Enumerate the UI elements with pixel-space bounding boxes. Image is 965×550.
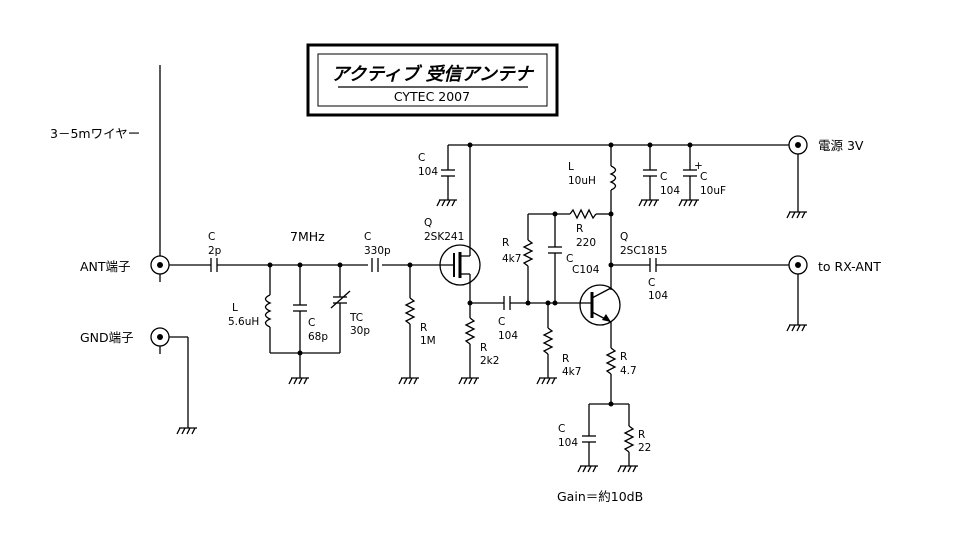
title-box: アクティブ 受信アンテナ CYTEC 2007 (306, 43, 559, 117)
cap-inter-type: C (498, 316, 505, 328)
res-bias-bot-value: 4k7 (562, 366, 581, 378)
c-tank-value: 68p (308, 331, 328, 343)
res-fb-type: R (576, 223, 583, 235)
r-emitter2-value: 22 (638, 442, 651, 454)
r-emitter-type: R (620, 351, 627, 363)
q2-type: Q (620, 231, 628, 243)
l-tank-type: L (232, 302, 238, 314)
res-source: R 2k2 (458, 300, 499, 385)
c-bypass1-value: 104 (660, 185, 680, 197)
c-emitter-value: 104 (558, 437, 578, 449)
ant-jack-icon[interactable] (150, 255, 170, 275)
output-jack-icon[interactable] (788, 255, 808, 275)
res-source-value: 2k2 (480, 355, 499, 367)
c-out-value: 104 (648, 290, 668, 302)
q1-value: 2SK241 (424, 231, 464, 243)
res-gate-value: 1M (420, 335, 436, 347)
freq-label: 7MHz (290, 229, 325, 244)
power-rail: C 104 電源 3V (418, 135, 864, 219)
antenna-section: 3－5mワイヤー ANT端子 (50, 65, 211, 282)
c-emitter-type: C (558, 423, 565, 435)
power-jack-icon[interactable] (788, 135, 808, 155)
ground-icon (617, 465, 639, 473)
r-emitter2-type: R (638, 429, 645, 441)
c-vdd-value: 104 (418, 166, 438, 178)
cap-input-value: 2p (208, 245, 222, 257)
output-label: to RX-ANT (818, 259, 881, 274)
q2-bjt: Q 2SC1815 (579, 231, 667, 348)
gain-label: Gain＝約10dB (557, 489, 643, 504)
title-sub: CYTEC 2007 (394, 89, 470, 104)
c-vdd-type: C (418, 152, 425, 164)
q2-value: 2SC1815 (620, 245, 667, 257)
tank-circuit: L 5.6uH C 68p TC 30p (228, 262, 370, 385)
ground-icon (436, 199, 458, 207)
cap-inter-value: 104 (498, 330, 518, 342)
r-emitter-value: 4.7 (620, 365, 637, 377)
cap-inter: C 104 (470, 296, 592, 342)
tc-tank-value: 30p (350, 325, 370, 337)
c-bypass1-type: C (660, 171, 667, 183)
res-bias-top-value: 4k7 (502, 253, 521, 265)
ground-icon (536, 377, 558, 385)
cap-couple-type: C (364, 231, 371, 243)
power-label: 電源 3V (818, 138, 864, 153)
ground-icon (458, 377, 480, 385)
bias-network: R 4k7 C C104 R 4k7 R 220 (502, 208, 614, 385)
ant-label: ANT端子 (80, 259, 131, 274)
ground-icon (786, 211, 808, 219)
c-bypass2-value: 10uF (700, 185, 726, 197)
cap-bias-value: C104 (572, 264, 600, 276)
ground-icon (398, 377, 420, 385)
q1-type: Q (424, 217, 432, 229)
l-choke-value: 10uH (568, 175, 596, 187)
cap-couple: C 330p (364, 231, 391, 272)
c-bypass2-type: C (700, 171, 707, 183)
collector-supply: L 10uH C 104 + C 10uF (568, 142, 726, 290)
res-bias-top-type: R (502, 237, 509, 249)
wire-label: 3－5mワイヤー (50, 126, 140, 141)
title-main: アクティブ 受信アンテナ (331, 64, 535, 85)
ground-icon (786, 324, 808, 332)
ground-icon (577, 465, 599, 473)
gnd-jack-icon[interactable] (150, 327, 170, 347)
res-source-type: R (480, 342, 487, 354)
gnd-label: GND端子 (80, 330, 134, 345)
c-out-type: C (648, 277, 655, 289)
res-gate-type: R (420, 322, 427, 334)
svg-text:+: + (694, 160, 703, 172)
output-section: C 104 to RX-ANT (611, 255, 881, 332)
gnd-section: GND端子 (80, 327, 198, 435)
ground-icon (678, 199, 700, 207)
cap-bias-type: C (566, 253, 573, 265)
res-bias-bot-type: R (562, 353, 569, 365)
cap-input-type: C (208, 231, 215, 243)
cap-couple-value: 330p (364, 245, 391, 257)
res-gate: R 1M (398, 262, 436, 385)
q1-fet: Q 2SK241 (410, 145, 481, 318)
ground-icon (288, 377, 310, 385)
tc-tank-type: TC (349, 312, 363, 324)
l-choke-type: L (568, 161, 574, 173)
c-tank-type: C (308, 317, 315, 329)
res-fb-value: 220 (576, 237, 596, 249)
emitter-network: R 4.7 C 104 R 22 (558, 347, 651, 473)
l-tank-value: 5.6uH (228, 316, 259, 328)
ground-icon (638, 199, 660, 207)
ground-icon (176, 427, 198, 435)
